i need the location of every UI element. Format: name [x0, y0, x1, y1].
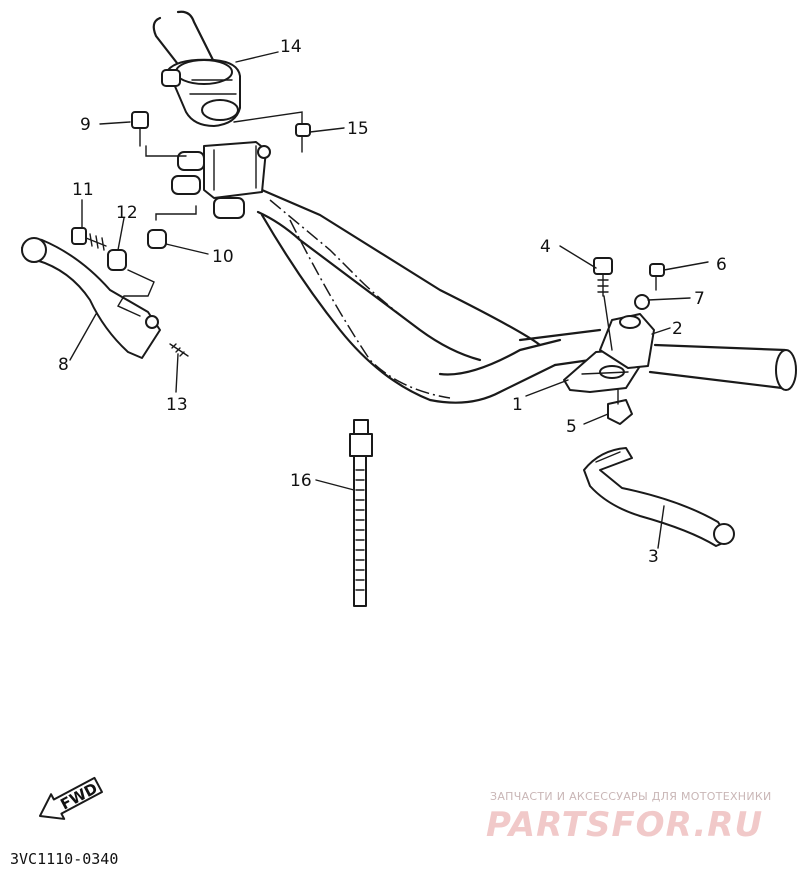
callout-3: 3: [648, 547, 659, 567]
forward-arrow: FWD: [38, 776, 104, 820]
callout-numbers: 14 9 15 11 12 10 8 13 4 6 7 2 1 5 3 16: [58, 37, 727, 567]
callout-9: 9: [80, 115, 91, 135]
callout-16: 16: [290, 471, 312, 491]
callout-11: 11: [72, 180, 94, 200]
upper-handlebar-holder: [171, 141, 271, 219]
callout-4: 4: [540, 237, 551, 257]
watermark-tagline: ЗАПЧАСТИ И АКСЕССУАРЫ ДЛЯ МОТОТЕХНИКИ: [490, 790, 772, 803]
callout-12: 12: [116, 203, 138, 223]
callout-2: 2: [672, 319, 683, 339]
left-lever: [21, 237, 161, 359]
assembly-lines: [116, 111, 619, 405]
callout-6: 6: [716, 255, 727, 275]
callout-15: 15: [347, 119, 369, 139]
handlebar: [152, 10, 797, 404]
right-lever: [583, 447, 735, 547]
callout-5: 5: [566, 417, 577, 437]
callout-13: 13: [166, 395, 188, 415]
callout-8: 8: [58, 355, 69, 375]
callout-14: 14: [280, 37, 302, 57]
fwd-label: FWD: [57, 779, 100, 813]
watermark-brand: PARTSFOR.RU: [486, 805, 763, 845]
watermark: ЗАПЧАСТИ И АКСЕССУАРЫ ДЛЯ МОТОТЕХНИКИ PA…: [486, 790, 772, 845]
left-switch-housing: [161, 58, 241, 127]
cable-tie: [349, 419, 373, 607]
callout-10: 10: [212, 247, 234, 267]
callout-1: 1: [512, 395, 523, 415]
diagram-code: 3VC1110-0340: [10, 850, 118, 868]
hardware: [71, 111, 665, 425]
callout-leaders: [69, 51, 709, 549]
right-lever-holder: [563, 313, 655, 393]
callout-7: 7: [694, 289, 705, 309]
